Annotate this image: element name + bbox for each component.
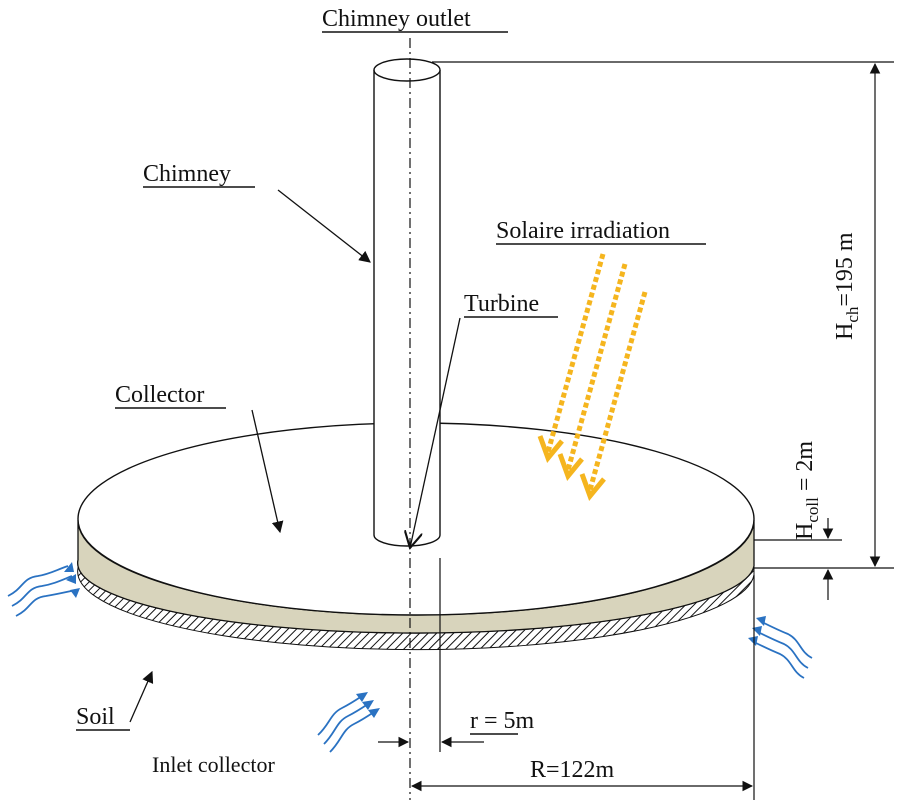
big-radius-label: R=122m <box>530 757 615 783</box>
collector-height-label: Hcoll = 2m <box>792 441 822 540</box>
small-radius-label: r = 5m <box>470 708 535 734</box>
chimney-label: Chimney <box>143 161 231 187</box>
turbine-pointer <box>410 317 461 548</box>
chimney-outlet-label: Chimney outlet <box>322 6 471 32</box>
chimney-outlet-ring <box>373 58 441 82</box>
chimney <box>373 58 441 547</box>
collector-pointer <box>251 409 284 534</box>
turbine-label: Turbine <box>464 291 539 317</box>
collector-label: Collector <box>115 382 204 408</box>
solar-irradiation-arrows <box>537 253 648 501</box>
airflow-right-icon <box>748 616 813 679</box>
soil-label: Soil <box>76 704 115 730</box>
soil-pointer <box>129 670 154 723</box>
chimney-pointer <box>277 189 371 263</box>
chimney-height-label: Hch=195 m <box>832 232 862 340</box>
airflow-left-icon <box>7 562 80 617</box>
chimney-body <box>373 70 441 547</box>
airflow-bottom-icon <box>317 692 380 753</box>
inlet-collector-label: Inlet collector <box>152 752 275 777</box>
solar-irradiation-label: Solaire irradiation <box>496 218 670 244</box>
